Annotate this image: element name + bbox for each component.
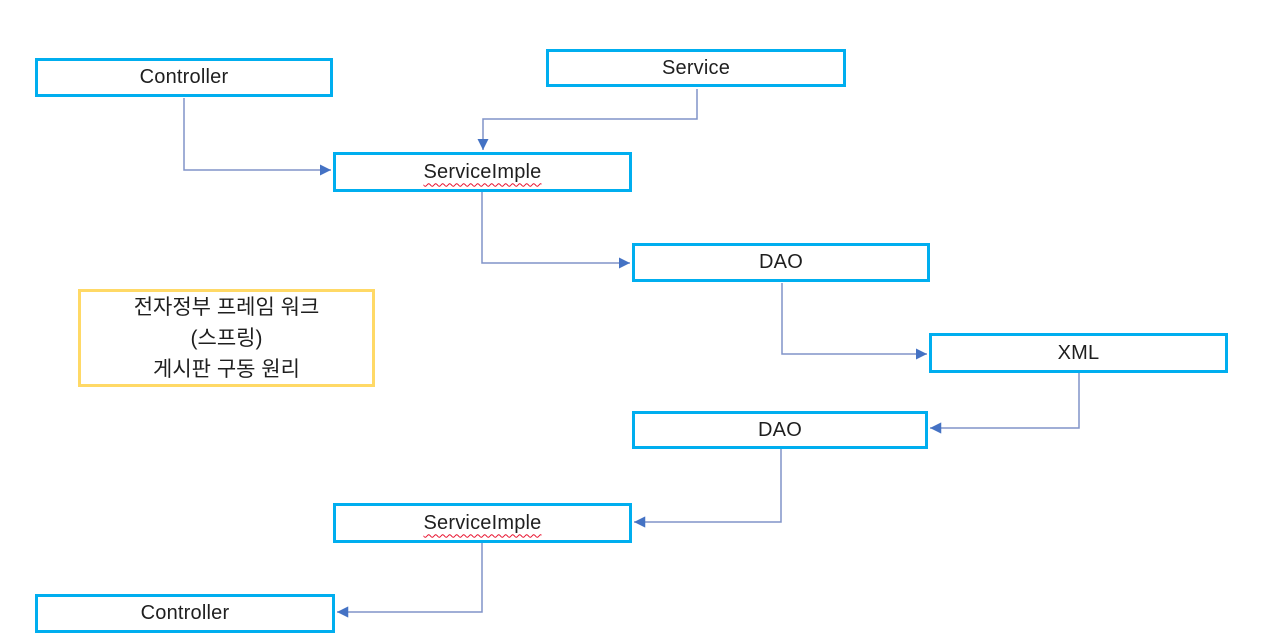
connector-controller-to-serviceimple: [183, 98, 331, 176]
node-serviceimple-top: ServiceImple: [333, 152, 632, 192]
node-dao-bottom-label: DAO: [758, 418, 802, 441]
note-line-3: 게시판 구동 원리: [153, 357, 300, 381]
node-serviceimple-bottom: ServiceImple: [333, 503, 632, 543]
node-dao-top-label: DAO: [759, 251, 803, 273]
node-controller-bottom: Controller: [35, 594, 335, 633]
node-controller-top: Controller: [35, 58, 333, 97]
connector-service-to-serviceimple: [477, 89, 698, 150]
connector-xml-to-dao: [930, 373, 1080, 434]
note-line-1: 전자정부 프레임 워크: [133, 295, 320, 319]
node-xml: XML: [929, 333, 1228, 373]
node-dao-bottom: DAO: [632, 411, 928, 449]
node-xml-label: XML: [1057, 341, 1100, 364]
node-serviceimple-top-label: ServiceImple: [423, 160, 542, 183]
note-line-2: (스프링): [190, 326, 263, 350]
connector-dao-to-serviceimple: [634, 449, 782, 528]
connector-serviceimple-to-dao: [481, 192, 630, 269]
connector-serviceimple-to-controller: [337, 543, 483, 618]
connector-dao-to-xml: [781, 283, 927, 360]
node-controller-bottom-label: Controller: [140, 602, 230, 624]
node-controller-top-label: Controller: [139, 66, 229, 88]
note-box: 전자정부 프레임 워크 (스프링) 게시판 구동 원리: [78, 289, 375, 387]
node-service: Service: [546, 49, 846, 87]
node-dao-top: DAO: [632, 243, 930, 282]
node-service-label: Service: [661, 56, 731, 79]
node-serviceimple-bottom-label: ServiceImple: [423, 511, 542, 534]
